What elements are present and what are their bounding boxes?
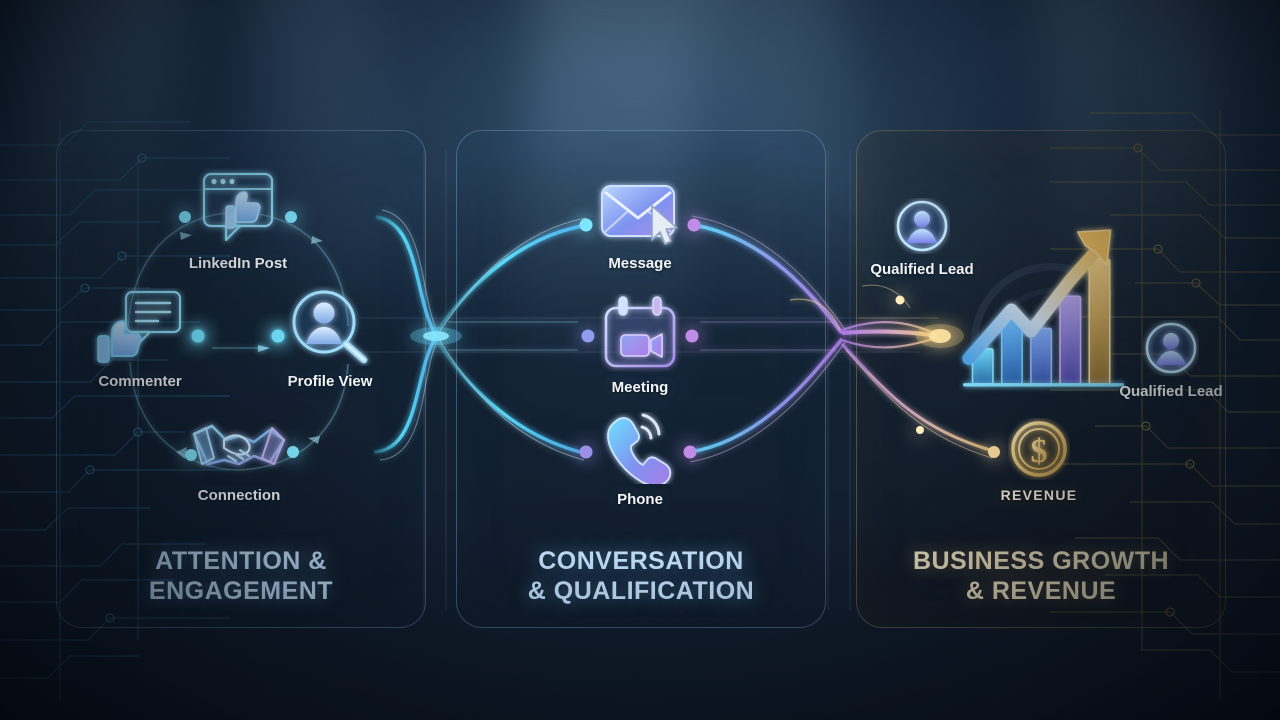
panel-title-line1: ATTENTION & (155, 547, 327, 575)
panel-title-line1: CONVERSATION (538, 547, 744, 575)
node-label: Phone (617, 491, 663, 508)
node-connection[interactable]: Connection (180, 410, 298, 505)
node-label: Qualified Lead (1119, 383, 1223, 400)
node-label: REVENUE (1000, 487, 1078, 503)
panel-title-line1: BUSINESS GROWTH (912, 547, 1170, 575)
svg-text:$: $ (1031, 433, 1048, 470)
panel-title-line2: & REVENUE (965, 577, 1117, 605)
node-profile-view[interactable]: Profile View (272, 288, 388, 391)
comment-thumbs-up-icon (84, 290, 196, 366)
panel-title-line2: ENGAGEMENT (148, 577, 334, 605)
profile-magnifier-icon (272, 288, 388, 366)
node-message[interactable]: Message (584, 182, 696, 273)
node-linkedin-post[interactable]: LinkedIn Post (178, 170, 298, 273)
person-circle-icon (1116, 320, 1226, 376)
node-phone[interactable]: Phone (584, 413, 696, 509)
bar-chart-arrow-up-icon (955, 210, 1135, 400)
node-revenue[interactable]: $ REVENUE (984, 418, 1094, 505)
dollar-coin-icon: $ (984, 418, 1094, 480)
browser-thumbs-up-icon (178, 170, 298, 248)
node-label: Connection (197, 487, 281, 504)
envelope-cursor-icon (584, 182, 696, 248)
handshake-icon (180, 410, 298, 480)
node-label: Message (608, 255, 672, 272)
node-label: Meeting (611, 379, 669, 396)
node-qualified-lead-bottom[interactable]: Qualified Lead (1116, 320, 1226, 401)
node-label: Commenter (98, 373, 182, 390)
phone-ringing-icon (584, 413, 696, 484)
node-growth-chart[interactable] (955, 210, 1135, 400)
node-label: Profile View (287, 373, 373, 390)
node-meeting[interactable]: Meeting (584, 296, 696, 397)
panel-title-line2: & QUALIFICATION (527, 577, 755, 605)
calendar-video-icon (584, 296, 696, 372)
node-label: LinkedIn Post (188, 255, 288, 272)
node-commenter[interactable]: Commenter (84, 290, 196, 391)
